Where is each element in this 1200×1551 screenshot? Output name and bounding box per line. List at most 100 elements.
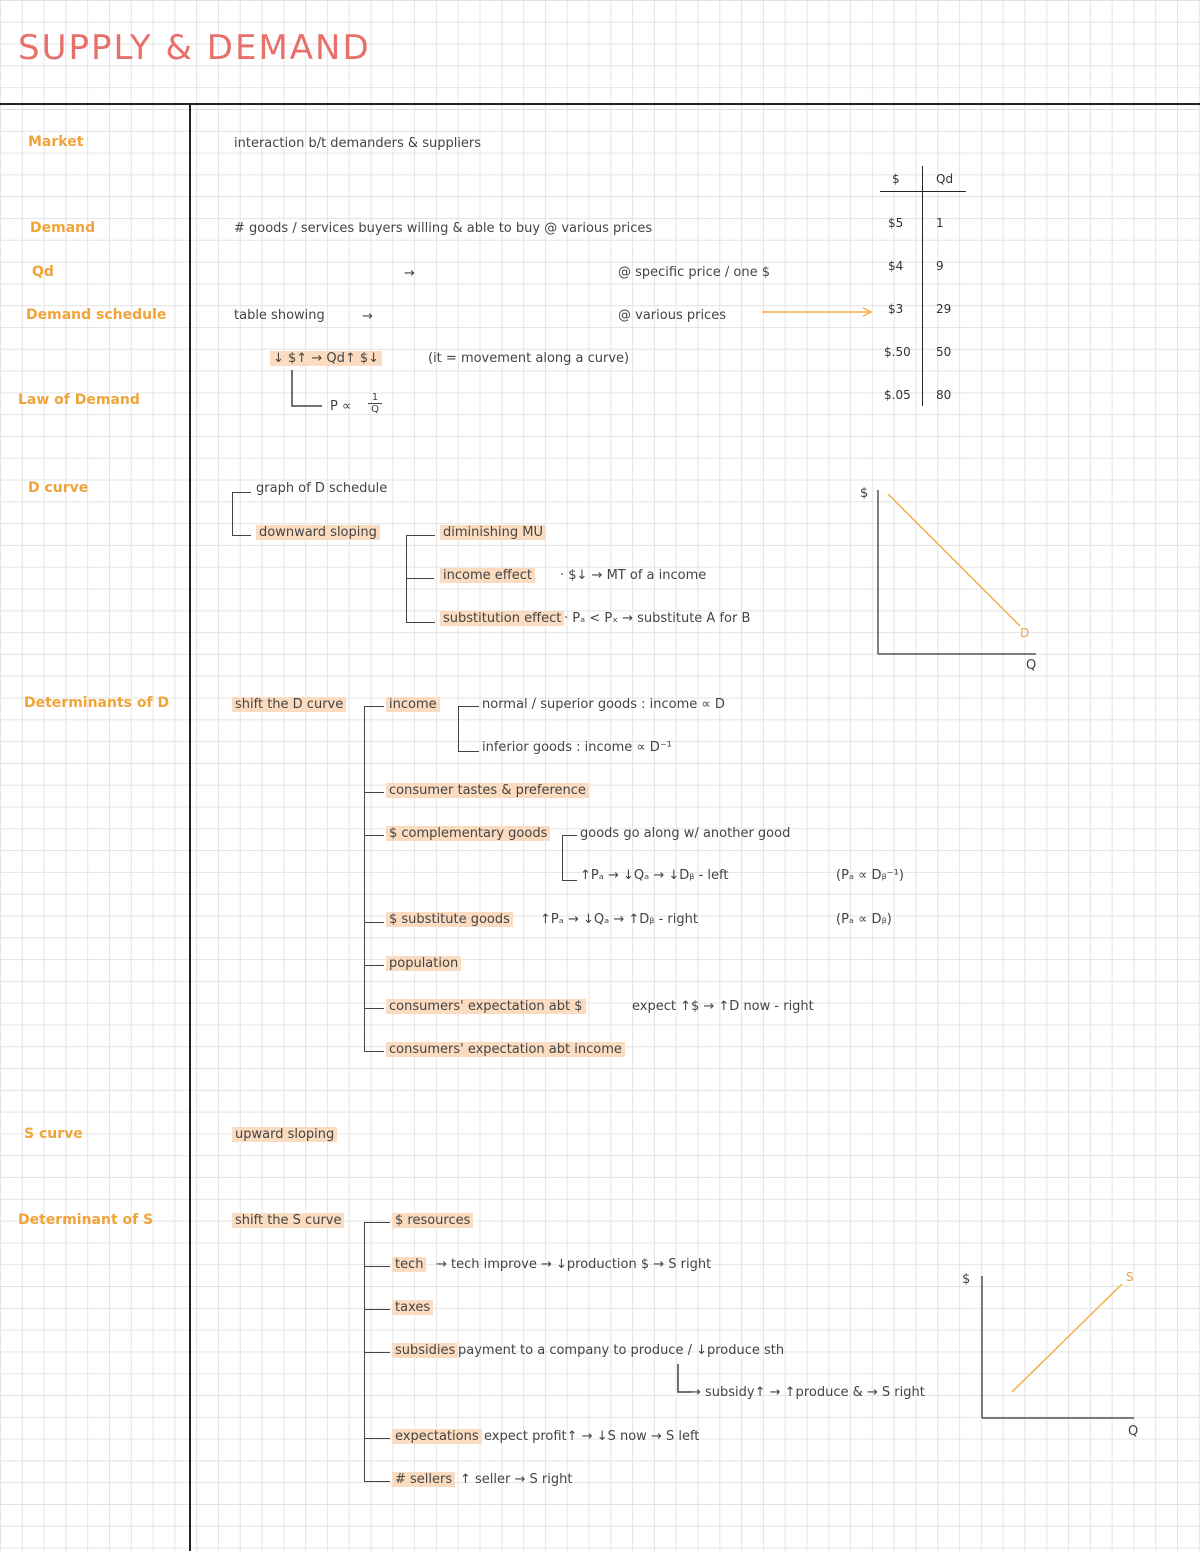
margin-divider	[189, 103, 191, 1551]
stem-tick	[364, 1481, 390, 1482]
supply-graph-x-label: Q	[1128, 1424, 1139, 1439]
schedule-table-arrow	[762, 307, 873, 317]
term-determinants-d: Determinants of D	[24, 695, 170, 711]
note-dmu: diminishing MU	[440, 525, 546, 540]
note-downward: downward sloping	[256, 525, 380, 540]
note-normal-goods: normal / superior goods : income ∝ D	[482, 697, 725, 712]
table-header-rule	[880, 191, 966, 192]
note-upward: upward sloping	[232, 1127, 338, 1142]
stem-tick	[364, 792, 384, 793]
supply-graph-y-label: $	[962, 1272, 971, 1287]
note-expectations: expectations	[392, 1429, 482, 1444]
stem-tick	[364, 1266, 390, 1267]
slope-bracket-mid	[406, 578, 434, 579]
page-title: SUPPLY & DEMAND	[18, 28, 371, 68]
stem-tick	[364, 965, 384, 966]
law-formula: P ∝	[330, 399, 352, 414]
fraction-numerator: 1	[368, 392, 382, 404]
note-complementary: $ complementary goods	[386, 826, 551, 841]
demand-graph-y-label: $	[860, 486, 869, 501]
note-comp-text: goods go along w/ another good	[580, 826, 791, 841]
note-schedule: table showing	[234, 308, 325, 323]
law-fraction: 1 Q	[368, 392, 382, 415]
schedule-arrow: →	[362, 309, 373, 324]
demand-curve-label: D	[1020, 626, 1030, 640]
note-sellers-text: ↑ seller → S right	[460, 1472, 573, 1487]
supply-curve-label: S	[1126, 1270, 1134, 1284]
stem-tick	[364, 1309, 390, 1310]
title-divider	[0, 103, 1200, 105]
note-demand: # goods / services buyers willing & able…	[234, 221, 653, 236]
note-comp-paren: (Pₐ ∝ Dᵦ⁻¹)	[836, 868, 904, 883]
note-expect-income: consumers' expectation abt income	[386, 1042, 625, 1057]
note-subst-formula: ↑Pₐ → ↓Qₐ → ↑Dᵦ - right	[540, 912, 698, 927]
law-connector	[291, 370, 322, 407]
note-inferior-goods: inferior goods : income ∝ D⁻¹	[482, 740, 672, 755]
table-cell: 50	[936, 345, 952, 359]
note-market: interaction b/t demanders & suppliers	[234, 136, 482, 151]
determinants-d-stem	[364, 706, 365, 1052]
table-header-qd: Qd	[936, 172, 954, 186]
table-cell: $3	[888, 302, 904, 316]
qd-arrow: →	[404, 266, 415, 281]
stem-tick	[364, 706, 384, 707]
note-subst-effect: substitution effect	[440, 611, 565, 626]
note-comp-formula: ↑Pₐ → ↓Qₐ → ↓Dᵦ - left	[580, 868, 729, 883]
table-cell: 29	[936, 302, 952, 316]
term-market: Market	[28, 134, 84, 150]
note-sellers: # sellers	[392, 1472, 456, 1487]
note-income-effect: income effect	[440, 568, 535, 583]
note-subst-paren: (Pₐ ∝ Dᵦ)	[836, 912, 892, 927]
note-tech: tech	[392, 1257, 427, 1272]
term-s-curve: S curve	[24, 1126, 83, 1142]
table-cell: 80	[936, 388, 952, 402]
table-cell: 1	[936, 216, 944, 230]
stem-tick	[364, 1438, 390, 1439]
stem-tick	[364, 835, 384, 836]
note-tastes: consumer tastes & preference	[386, 783, 589, 798]
law-highlight: ↓ $↑ → Qd↑ $↓	[270, 351, 383, 366]
table-cell: $5	[888, 216, 904, 230]
table-cell: 9	[936, 259, 944, 273]
term-demand-schedule: Demand schedule	[26, 307, 167, 323]
term-demand: Demand	[30, 220, 96, 236]
stem-tick	[364, 922, 384, 923]
term-law-of-demand: Law of Demand	[18, 392, 140, 408]
stem-tick	[364, 1352, 390, 1353]
d-curve-bracket	[232, 492, 251, 536]
note-graph: graph of D schedule	[256, 481, 388, 496]
demand-graph	[877, 490, 1036, 655]
note-income-text: · $↓ → MT of a income	[560, 568, 707, 583]
table-cell: $.50	[884, 345, 911, 359]
term-determinant-s: Determinant of S	[18, 1212, 154, 1228]
note-expect-price-text: expect ↑$ → ↑D now - right	[632, 999, 814, 1014]
note-schedule-prices: @ various prices	[618, 308, 726, 323]
subsidies-connector	[677, 1364, 692, 1393]
note-expect-price: consumers' expectation abt $	[386, 999, 586, 1014]
stem-tick	[364, 1008, 384, 1009]
note-tech-text: → tech improve → ↓production $ → S right	[436, 1257, 712, 1272]
note-subsidies-text: payment to a company to produce / ↓produ…	[458, 1343, 785, 1358]
demand-graph-x-label: Q	[1026, 658, 1037, 673]
note-subsidies-text2: → subsidy↑ → ↑produce & → S right	[690, 1385, 925, 1400]
note-substitute: $ substitute goods	[386, 912, 513, 927]
supply-graph	[981, 1276, 1134, 1419]
note-shift-s: shift the S curve	[232, 1213, 345, 1228]
note-qd: @ specific price / one $	[618, 265, 770, 280]
note-subst-text: · Pₐ < Pₓ → substitute A for B	[564, 611, 751, 626]
term-qd: Qd	[32, 264, 54, 280]
complementary-bracket	[562, 835, 577, 881]
income-bracket	[458, 706, 479, 752]
table-cell: $4	[888, 259, 904, 273]
note-subsidies: subsidies	[392, 1343, 459, 1358]
note-expectations-text: expect profit↑ → ↓S now → S left	[484, 1429, 700, 1444]
note-shift-d: shift the D curve	[232, 697, 347, 712]
note-population: population	[386, 956, 462, 971]
note-taxes: taxes	[392, 1300, 434, 1315]
note-resources: $ resources	[392, 1213, 474, 1228]
table-header-price: $	[892, 172, 900, 186]
fraction-denominator: Q	[371, 404, 379, 415]
term-d-curve: D curve	[28, 480, 89, 496]
slope-bracket	[406, 535, 435, 623]
table-cell: $.05	[884, 388, 911, 402]
